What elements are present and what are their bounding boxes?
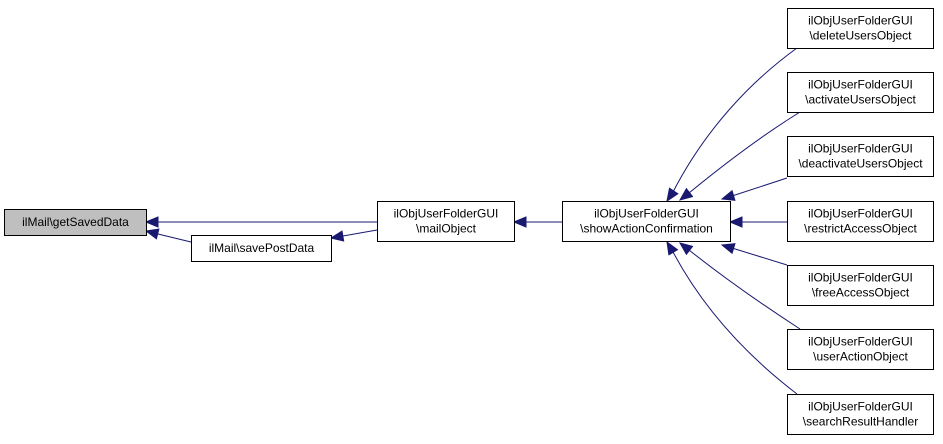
- arrowhead: [678, 187, 694, 201]
- edge-deleteUsersObject-to-showActionConfirmation: [666, 47, 798, 203]
- edge-line: [731, 247, 788, 266]
- node-label-line: ilObjUserFolderGUI: [808, 14, 913, 28]
- node-label-line: \activateUsersObject: [805, 93, 916, 107]
- arrowhead: [728, 216, 743, 228]
- arrowhead: [720, 243, 736, 255]
- arrowhead: [512, 216, 527, 228]
- node-box: [787, 394, 934, 435]
- node-label-line: ilMail\savePostData: [209, 241, 315, 255]
- node-label-line: \deleteUsersObject: [809, 29, 912, 43]
- node-deleteUsersObject[interactable]: ilObjUserFolderGUI\deleteUsersObject: [787, 8, 934, 49]
- node-box: [787, 136, 934, 177]
- edge-line: [157, 233, 192, 243]
- node-searchResultHandler[interactable]: ilObjUserFolderGUI\searchResultHandler: [787, 394, 934, 435]
- node-label-line: \restrictAccessObject: [804, 222, 917, 236]
- edge-freeAccessObject-to-showActionConfirmation: [720, 243, 788, 266]
- edge-line: [672, 47, 798, 193]
- node-box: [787, 8, 934, 49]
- edge-line: [342, 229, 378, 237]
- node-mailObject[interactable]: ilObjUserFolderGUI\mailObject: [377, 201, 515, 242]
- node-label-line: ilMail\getSavedData: [22, 215, 129, 229]
- edge-deactivateUsersObject-to-showActionConfirmation: [720, 177, 788, 201]
- edge-line: [672, 251, 798, 395]
- edge-restrictAccessObject-to-showActionConfirmation: [728, 216, 787, 228]
- node-label-line: \freeAccessObject: [812, 286, 910, 300]
- edge-mailObject-to-getSavedData: [144, 216, 377, 228]
- edge-savePostData-to-getSavedData: [144, 228, 192, 243]
- edge-line: [731, 177, 788, 197]
- node-box: [787, 329, 934, 370]
- edge-showActionConfirmation-to-mailObject: [512, 216, 562, 228]
- arrowhead: [144, 228, 160, 240]
- node-label-line: \userActionObject: [813, 350, 908, 364]
- node-label-line: ilObjUserFolderGUI: [808, 142, 913, 156]
- node-showActionConfirmation[interactable]: ilObjUserFolderGUI\showActionConfirmatio…: [562, 201, 731, 242]
- edges-layer: [144, 47, 801, 395]
- node-restrictAccessObject[interactable]: ilObjUserFolderGUI\restrictAccessObject: [787, 201, 934, 242]
- node-box: [4, 209, 147, 236]
- edge-activateUsersObject-to-showActionConfirmation: [678, 111, 801, 201]
- arrowhead: [666, 240, 679, 256]
- nodes-layer: ilMail\getSavedData ilMail\savePostData il…: [4, 8, 934, 435]
- node-freeAccessObject[interactable]: ilObjUserFolderGUI\freeAccessObject: [787, 265, 934, 306]
- node-activateUsersObject[interactable]: ilObjUserFolderGUI\activateUsersObject: [787, 72, 934, 113]
- node-label-line: \searchResultHandler: [803, 415, 918, 429]
- node-box: [787, 201, 934, 242]
- node-box: [787, 72, 934, 113]
- arrowhead: [678, 242, 694, 256]
- node-label-line: \mailObject: [416, 222, 477, 236]
- edge-line: [688, 249, 801, 330]
- node-label-line: ilObjUserFolderGUI: [808, 78, 913, 92]
- node-box: [562, 201, 731, 242]
- node-box: [787, 265, 934, 306]
- node-userActionObject[interactable]: ilObjUserFolderGUI\userActionObject: [787, 329, 934, 370]
- edge-mailObject-to-savePostData: [329, 229, 378, 242]
- arrowhead: [720, 189, 736, 201]
- node-box: [377, 201, 515, 242]
- node-box: [191, 235, 332, 262]
- node-label-line: ilObjUserFolderGUI: [594, 207, 699, 221]
- node-label-line: ilObjUserFolderGUI: [394, 207, 499, 221]
- edge-userActionObject-to-showActionConfirmation: [678, 242, 801, 330]
- edge-line: [688, 111, 801, 194]
- arrowhead: [666, 187, 679, 203]
- node-label-line: \deactivateUsersObject: [798, 157, 923, 171]
- node-label-line: \showActionConfirmation: [580, 222, 713, 236]
- node-getSavedData[interactable]: ilMail\getSavedData: [4, 209, 147, 236]
- arrowhead: [144, 216, 159, 228]
- edge-searchResultHandler-to-showActionConfirmation: [666, 240, 798, 395]
- node-label-line: ilObjUserFolderGUI: [808, 400, 913, 414]
- node-label-line: ilObjUserFolderGUI: [808, 335, 913, 349]
- arrowhead: [329, 230, 345, 242]
- node-label-line: ilObjUserFolderGUI: [808, 271, 913, 285]
- node-label-line: ilObjUserFolderGUI: [808, 207, 913, 221]
- node-savePostData[interactable]: ilMail\savePostData: [191, 235, 332, 262]
- node-deactivateUsersObject[interactable]: ilObjUserFolderGUI\deactivateUsersObject: [787, 136, 934, 177]
